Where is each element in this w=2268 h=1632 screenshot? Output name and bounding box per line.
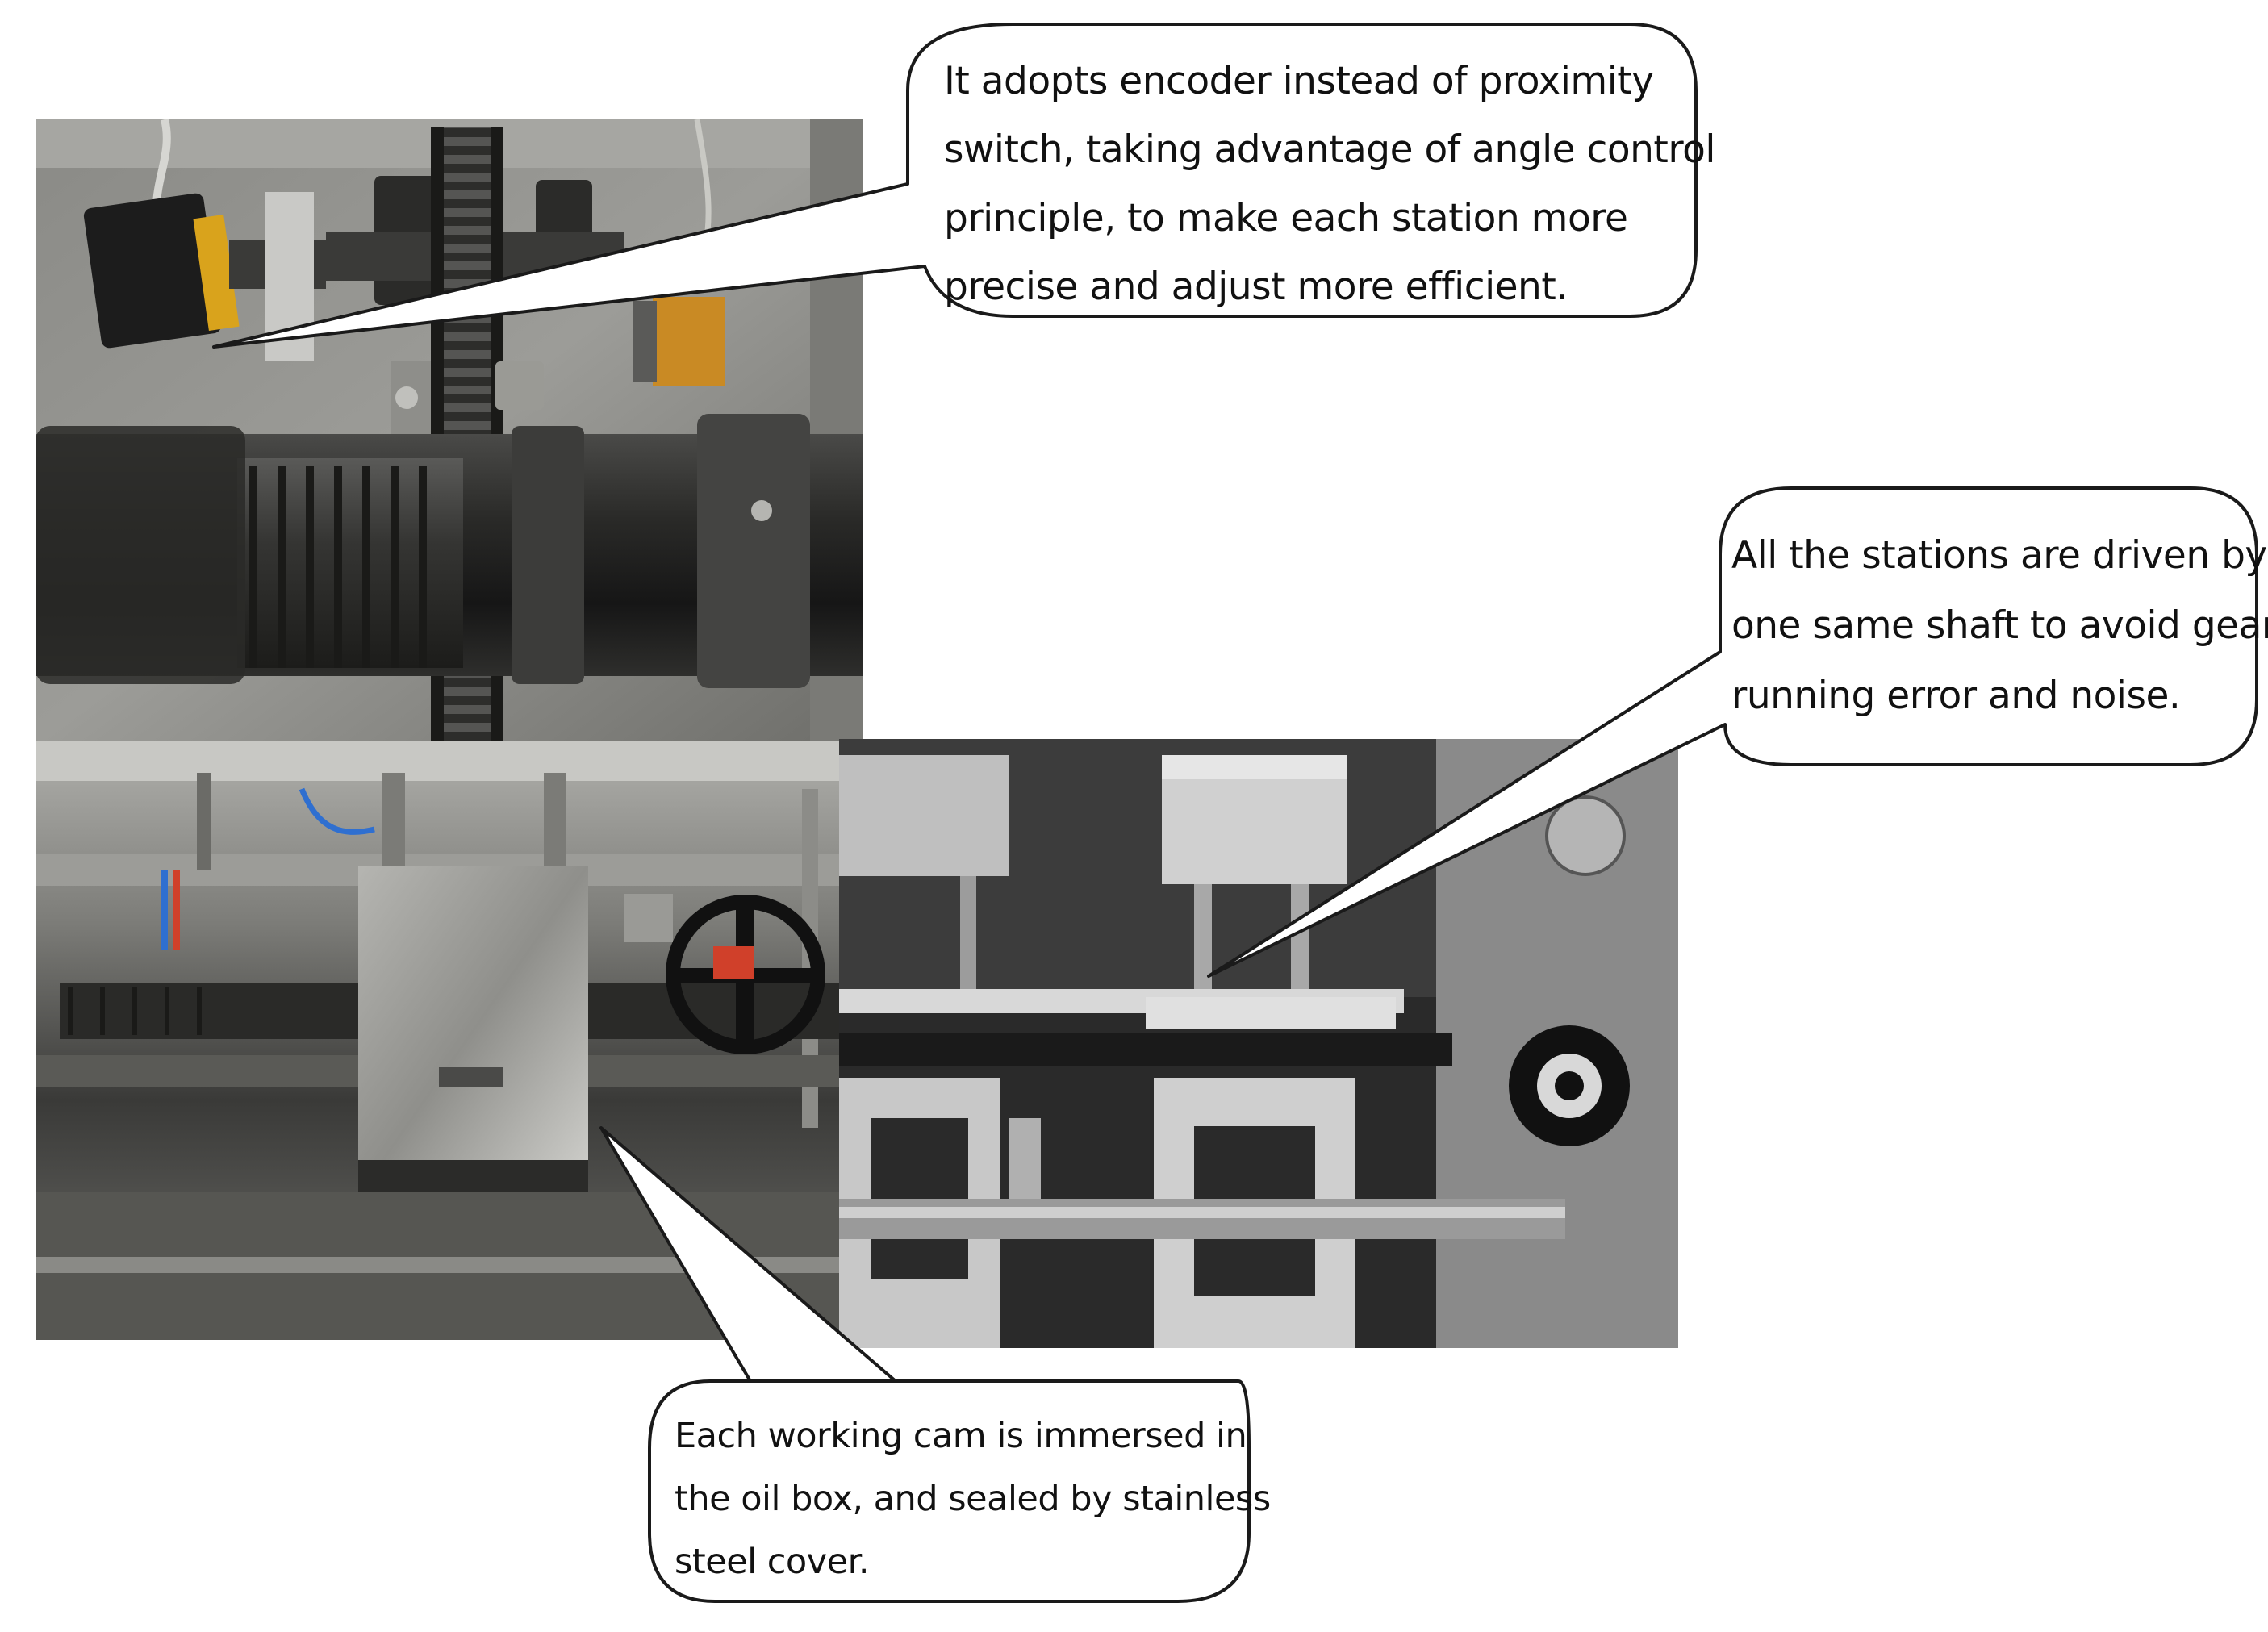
callout-line: Each working cam is immersed in bbox=[675, 1416, 1247, 1456]
callout-cam-text: Each working cam is immersed in the oil … bbox=[675, 1405, 1271, 1593]
callout-line: running error and noise. bbox=[1731, 674, 2181, 718]
callout-line: the oil box, and sealed by stainless bbox=[675, 1479, 1271, 1519]
callout-shaft-text: All the stations are driven by one same … bbox=[1731, 520, 2268, 731]
callout-line: All the stations are driven by bbox=[1731, 533, 2267, 578]
callout-line: switch, taking advantage of angle contro… bbox=[944, 127, 1715, 172]
handwheel bbox=[624, 894, 825, 1054]
stainless-steel-cover bbox=[358, 866, 588, 1225]
stations-photo bbox=[839, 739, 1678, 1348]
oil-box-photo bbox=[36, 741, 842, 1340]
callout-line: precise and adjust more efficient. bbox=[944, 265, 1568, 309]
callout-line: steel cover. bbox=[675, 1542, 870, 1582]
callout-encoder-text: It adopts encoder instead of proximity s… bbox=[944, 47, 1715, 321]
callout-line: principle, to make each station more bbox=[944, 196, 1628, 240]
callout-line: It adopts encoder instead of proximity bbox=[944, 59, 1654, 103]
callout-line: one same shaft to avoid gear bbox=[1731, 603, 2268, 648]
encoder-photo bbox=[36, 119, 863, 741]
